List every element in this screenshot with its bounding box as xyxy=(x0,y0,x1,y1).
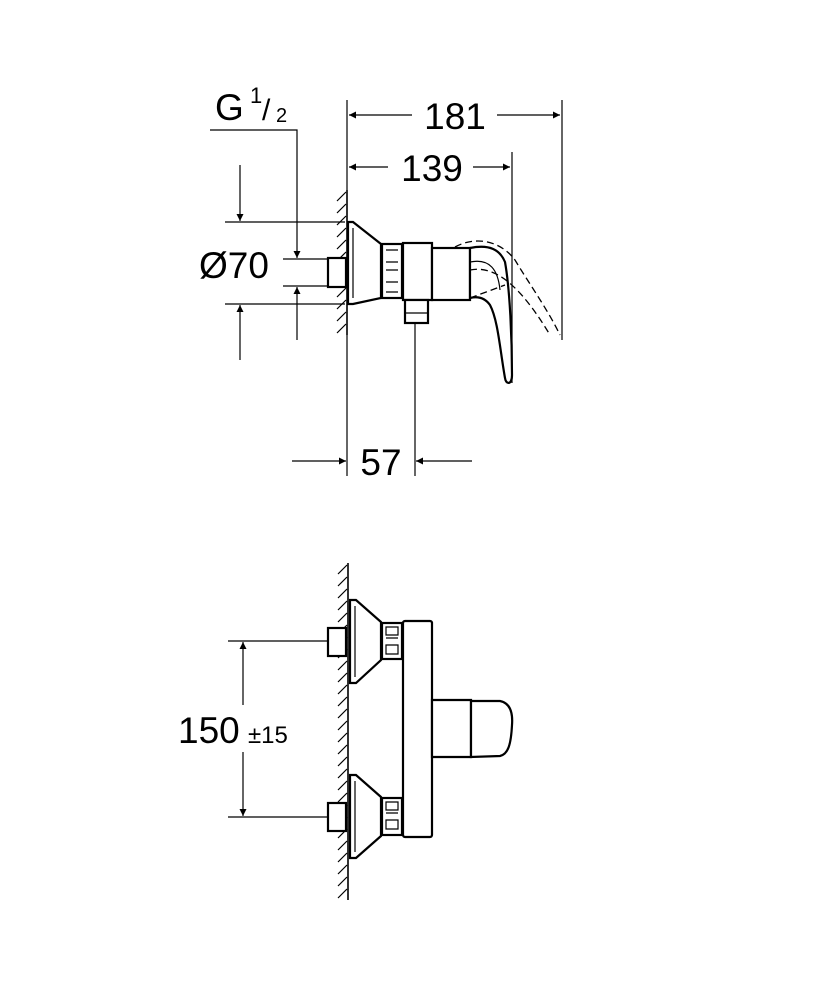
wall-hatch xyxy=(337,660,348,671)
wall-hatch xyxy=(337,576,348,587)
wall-hatch xyxy=(336,239,347,250)
wall-hatch xyxy=(337,612,348,623)
wall-hatch xyxy=(337,684,348,695)
wall-hatch xyxy=(337,768,348,779)
wall-hatch xyxy=(337,696,348,707)
wall-hatch xyxy=(337,588,348,599)
wall-hatch xyxy=(337,672,348,683)
wall-hatch xyxy=(336,311,347,322)
wall-hatch xyxy=(336,323,347,334)
wall-front xyxy=(337,563,349,900)
mixer-body xyxy=(401,241,434,302)
cartridge xyxy=(430,246,472,302)
wall-hatch xyxy=(337,864,348,875)
pipe-stub-bottom xyxy=(326,801,348,833)
dim-150: 150 xyxy=(178,710,240,751)
wall-hatch xyxy=(337,744,348,755)
wall-hatch xyxy=(337,792,348,803)
wall-hatch xyxy=(336,215,347,226)
mixer-body-front xyxy=(401,619,434,839)
wall-hatch xyxy=(336,287,347,298)
thread-denominator: 2 xyxy=(276,105,287,127)
dim-57: 57 xyxy=(360,442,401,483)
wall-hatch xyxy=(337,564,348,575)
lever-handle xyxy=(468,245,514,384)
handle-base xyxy=(430,698,473,759)
wall-hatch xyxy=(337,732,348,743)
wall-hatch xyxy=(336,203,347,214)
wall-hatch xyxy=(336,191,347,202)
wall-hatch xyxy=(337,840,348,851)
front-view: 150 ±15 xyxy=(178,563,514,900)
wall-hatch xyxy=(337,852,348,863)
dim-181: 181 xyxy=(424,96,486,137)
thread-numerator: 1 xyxy=(250,83,262,108)
dim-diameter-70: Ø70 xyxy=(199,245,269,286)
handle-cap xyxy=(469,699,514,759)
wall-hatch xyxy=(337,888,348,899)
nut xyxy=(380,242,404,300)
pipe-stub xyxy=(326,256,348,289)
dim-tolerance: ±15 xyxy=(248,722,288,749)
wall-hatch xyxy=(337,876,348,887)
wall-hatch xyxy=(337,780,348,791)
wall-hatch xyxy=(337,708,348,719)
side-view: 181 139 G 1 / 2 Ø70 57 xyxy=(199,83,563,483)
wall-hatch xyxy=(337,756,348,767)
wall-hatch xyxy=(337,720,348,731)
thread-label: G xyxy=(215,87,244,128)
wall-hatch xyxy=(336,227,347,238)
pipe-stub-top xyxy=(326,626,348,658)
wall-hatch xyxy=(337,600,348,611)
dim-139: 139 xyxy=(401,148,463,189)
outlet xyxy=(403,298,430,325)
thread-slash: / xyxy=(262,94,271,127)
